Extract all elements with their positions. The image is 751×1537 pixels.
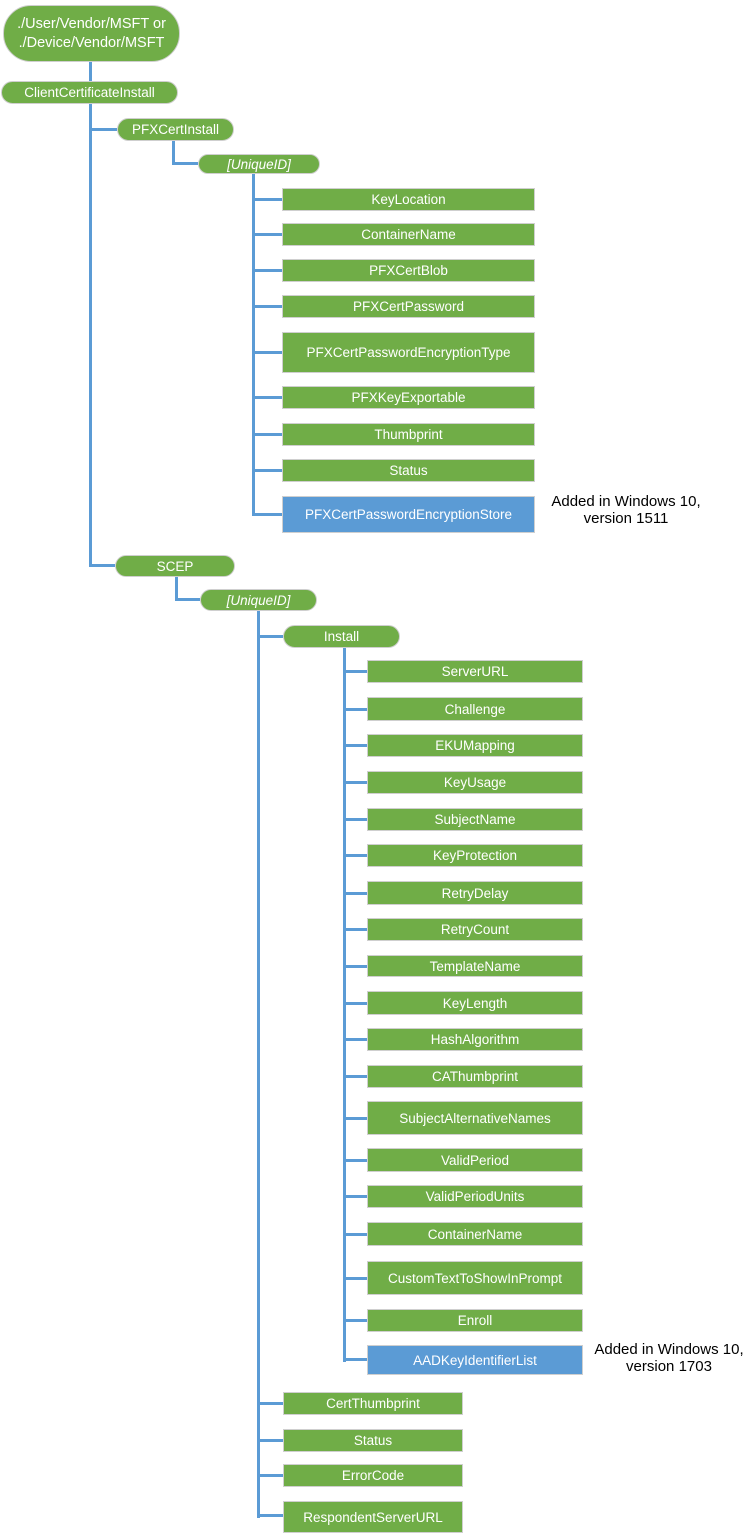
connector-branch-containername2 xyxy=(343,1233,367,1236)
node-valid-period-units: ValidPeriodUnits xyxy=(367,1185,583,1208)
annotation-1511-line1: Added in Windows 10, xyxy=(551,493,701,510)
node-aad-key-identifier-list: AADKeyIdentifierList xyxy=(367,1345,583,1375)
node-pfx-key-exportable: PFXKeyExportable xyxy=(282,386,535,409)
connector-branch-keyusage xyxy=(343,781,367,784)
connector-branch-pfxkeyexportable xyxy=(252,396,282,399)
connector-branch-errorcode xyxy=(257,1474,283,1477)
annotation-1511-line2: version 1511 xyxy=(583,509,669,527)
node-container-name: ContainerName xyxy=(282,223,535,246)
connector-branch-thumbprint xyxy=(252,433,282,436)
node-eku-mapping: EKUMapping xyxy=(367,734,583,757)
node-pfx-cert-blob: PFXCertBlob xyxy=(282,259,535,282)
connector-branch-enroll xyxy=(343,1319,367,1322)
connector-branch-scep-uniqueid xyxy=(175,598,200,601)
node-client-certificate-install: ClientCertificateInstall xyxy=(1,81,178,104)
node-subject-alternative-names: SubjectAlternativeNames xyxy=(367,1101,583,1135)
node-custom-text-to-show-in-prompt: CustomTextToShowInPrompt xyxy=(367,1261,583,1295)
node-key-location: KeyLocation xyxy=(282,188,535,211)
connector-cci-trunk xyxy=(89,104,92,567)
node-error-code: ErrorCode xyxy=(283,1464,463,1487)
annotation-1703-line2: version 1703 xyxy=(626,1357,712,1375)
connector-branch-pfxcertpasswordencryptiontype xyxy=(252,351,282,354)
connector-branch-keyprotection xyxy=(343,854,367,857)
connector-branch-pfxcertinstall xyxy=(89,128,117,131)
connector-branch-pfxcertpassword xyxy=(252,305,282,308)
connector-branch-pfx-status xyxy=(252,469,282,472)
connector-branch-pfxcertpasswordencryptionstore xyxy=(252,513,282,516)
node-container-name-2: ContainerName xyxy=(367,1222,583,1246)
node-key-protection: KeyProtection xyxy=(367,844,583,867)
connector-branch-aadkeyidentifierlist xyxy=(343,1358,367,1361)
connector-branch-respondentserverurl xyxy=(257,1514,283,1517)
connector-branch-subjectname xyxy=(343,818,367,821)
connector-pfx-drop xyxy=(172,141,175,165)
connector-branch-retrydelay xyxy=(343,892,367,895)
connector-branch-cathumbprint xyxy=(343,1075,367,1078)
root-line1: ./User/Vendor/MSFT or xyxy=(17,15,166,32)
connector-branch-pfx-uniqueid xyxy=(172,162,198,165)
node-pfx-cert-password-encryption-type: PFXCertPasswordEncryptionType xyxy=(282,332,535,373)
node-ca-thumbprint: CAThumbprint xyxy=(367,1065,583,1088)
node-retry-delay: RetryDelay xyxy=(367,881,583,905)
node-pfx-cert-password: PFXCertPassword xyxy=(282,295,535,318)
root-line2: ./Device/Vendor/MSFT xyxy=(18,34,165,51)
connector-scep-uniqueid-trunk xyxy=(257,611,260,1518)
connector-branch-scep-status xyxy=(257,1439,283,1442)
connector-branch-subjectalternativenames xyxy=(343,1117,367,1120)
node-root: ./User/Vendor/MSFT or ./Device/Vendor/MS… xyxy=(3,5,180,62)
node-scep-uniqueid: [UniqueID] xyxy=(200,589,317,611)
connector-branch-ekumapping xyxy=(343,744,367,747)
node-scep: SCEP xyxy=(115,555,235,577)
node-install: Install xyxy=(283,625,400,648)
connector-branch-install xyxy=(257,635,283,638)
connector-branch-challenge xyxy=(343,708,367,711)
node-key-usage: KeyUsage xyxy=(367,771,583,794)
connector-root-trunk xyxy=(89,62,92,81)
connector-branch-keylength xyxy=(343,1002,367,1005)
connector-branch-certthumbprint xyxy=(257,1402,283,1405)
node-challenge: Challenge xyxy=(367,697,583,721)
node-valid-period: ValidPeriod xyxy=(367,1148,583,1172)
connector-install-trunk xyxy=(343,648,346,1362)
node-scep-status: Status xyxy=(283,1429,463,1452)
node-pfx-uniqueid: [UniqueID] xyxy=(198,154,320,174)
node-retry-count: RetryCount xyxy=(367,918,583,941)
connector-branch-pfxcertblob xyxy=(252,269,282,272)
node-thumbprint: Thumbprint xyxy=(282,423,535,446)
connector-branch-containername xyxy=(252,233,282,236)
connector-branch-validperiod xyxy=(343,1159,367,1162)
connector-branch-templatename xyxy=(343,965,367,968)
node-enroll: Enroll xyxy=(367,1309,583,1332)
node-pfx-status: Status xyxy=(282,459,535,482)
connector-pfx-uniqueid-trunk xyxy=(252,174,255,516)
connector-branch-retrycount xyxy=(343,928,367,931)
connector-branch-customtexttoshowinprompt xyxy=(343,1277,367,1280)
node-respondent-server-url: RespondentServerURL xyxy=(283,1501,463,1533)
node-cert-thumbprint: CertThumbprint xyxy=(283,1392,463,1415)
annotation-version-1703: Added in Windows 10, version 1703 xyxy=(591,1341,747,1375)
node-pfx-cert-password-encryption-store: PFXCertPasswordEncryptionStore xyxy=(282,496,535,533)
node-subject-name: SubjectName xyxy=(367,808,583,831)
connector-branch-serverurl xyxy=(343,670,367,673)
node-key-length: KeyLength xyxy=(367,991,583,1015)
connector-branch-hashalgorithm xyxy=(343,1038,367,1041)
annotation-1703-line1: Added in Windows 10, xyxy=(594,1341,744,1358)
connector-branch-scep xyxy=(89,564,115,567)
annotation-version-1511: Added in Windows 10, version 1511 xyxy=(540,493,712,527)
connector-branch-keylocation xyxy=(252,198,282,201)
connector-branch-validperiodunits xyxy=(343,1195,367,1198)
node-template-name: TemplateName xyxy=(367,955,583,977)
node-pfx-cert-install: PFXCertInstall xyxy=(117,118,234,141)
node-server-url: ServerURL xyxy=(367,660,583,683)
connector-scep-drop xyxy=(175,577,178,601)
node-hash-algorithm: HashAlgorithm xyxy=(367,1028,583,1051)
